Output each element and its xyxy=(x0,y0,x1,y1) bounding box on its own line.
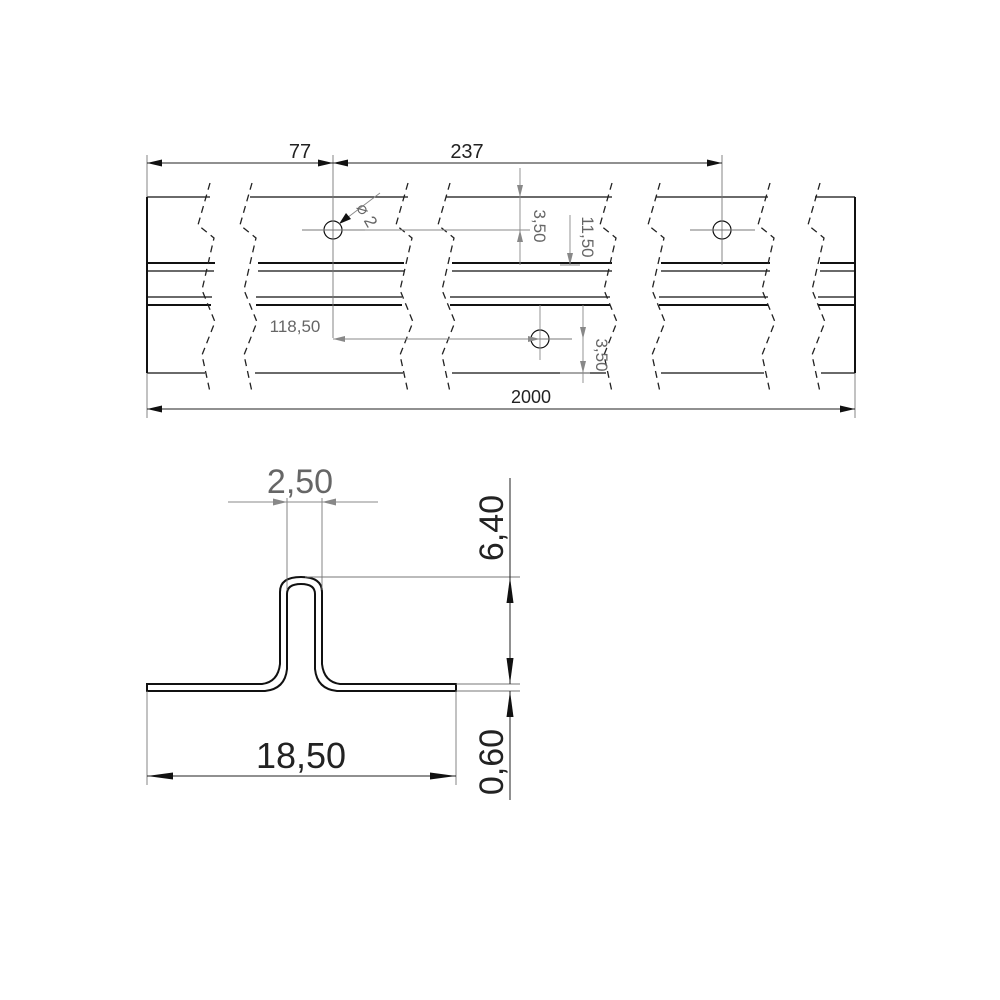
dimension-6-40-label: 6,40 xyxy=(473,495,511,561)
dimension-hole-offset-bottom: 3,50 xyxy=(580,305,611,383)
dimension-2000: 2000 xyxy=(147,387,855,413)
dimension-2-50: 2,50 xyxy=(228,463,378,506)
dimension-2000-label: 2000 xyxy=(511,387,551,407)
dimension-237-label: 237 xyxy=(450,141,483,163)
dimension-rail-height-label: 11,50 xyxy=(578,216,597,257)
top-view: 77 237 3,50 11,50 118,50 xyxy=(146,141,856,418)
hole-1 xyxy=(302,220,365,240)
hole-diameter-callout: ⌀ 2 xyxy=(338,192,381,231)
dimension-18-50-label: 18,50 xyxy=(256,735,346,776)
dimension-rail-height: 11,50 xyxy=(567,215,597,265)
dimension-hole-offset-top: 3,50 xyxy=(517,168,549,265)
rail-outline xyxy=(146,196,856,374)
dimension-77-label: 77 xyxy=(289,141,311,163)
rib-lines xyxy=(147,262,855,306)
profile-outline xyxy=(146,575,457,692)
dimension-6-40: 6,40 xyxy=(473,478,514,684)
dimension-18-50: 18,50 xyxy=(147,735,456,780)
extension-lines xyxy=(146,155,856,418)
dimension-2-50-label: 2,50 xyxy=(267,463,333,501)
hole-diameter-label: ⌀ 2 xyxy=(352,200,381,231)
profile-view: 2,50 6,40 0,60 18,50 xyxy=(146,463,520,800)
dimension-118-50: 118,50 xyxy=(270,317,540,342)
profile-extension-lines xyxy=(146,498,520,785)
dimension-0-60-label: 0,60 xyxy=(473,729,511,795)
dimension-0-60: 0,60 xyxy=(473,691,514,800)
hole-2 xyxy=(690,220,755,240)
dimension-237: 237 xyxy=(333,141,722,167)
dimension-hole-offset-bottom-label: 3,50 xyxy=(592,338,611,371)
dimension-hole-offset-top-label: 3,50 xyxy=(530,209,549,242)
dimension-77: 77 xyxy=(147,141,333,167)
dimension-118-50-label: 118,50 xyxy=(270,317,321,336)
break-lines xyxy=(197,182,826,393)
